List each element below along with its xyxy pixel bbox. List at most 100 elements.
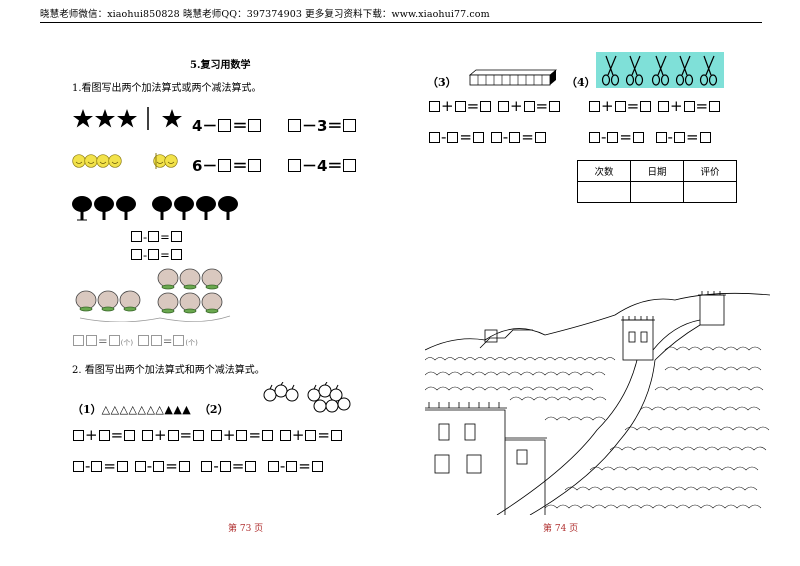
answer-box[interactable] — [170, 231, 182, 242]
peaches-group — [75, 268, 231, 322]
answer-box[interactable] — [480, 101, 492, 112]
apple-icon — [263, 384, 351, 413]
answer-box[interactable] — [429, 132, 440, 143]
answer-box[interactable] — [497, 101, 509, 112]
table-cell[interactable] — [630, 181, 684, 203]
answer-box[interactable] — [279, 430, 291, 441]
equation-stars-a: 4－＝ — [192, 115, 262, 136]
answer-box[interactable] — [167, 430, 179, 441]
answer-box[interactable] — [549, 101, 561, 112]
page-header: 晓慧老师微信：xiaohui850828 晓慧老师QQ：397374903 更多… — [40, 9, 490, 20]
cube-bar-icon — [468, 69, 558, 86]
equation-faces-b: －4＝ — [287, 155, 357, 176]
answer-box[interactable] — [683, 101, 695, 112]
question-2: 2. 看图写出两个加法算式和两个减法算式。 — [72, 365, 265, 376]
answer-box[interactable] — [236, 430, 248, 441]
answer-box[interactable] — [534, 132, 546, 143]
trees-group — [72, 196, 238, 221]
answer-box[interactable] — [262, 430, 274, 441]
answer-box[interactable] — [509, 132, 521, 143]
equation-trees-1: -= — [130, 230, 183, 244]
answer-box[interactable] — [141, 430, 153, 441]
answer-box[interactable] — [699, 132, 711, 143]
answer-box[interactable] — [589, 101, 600, 112]
label-3: （3） — [427, 76, 457, 89]
equation-trees-2: -= — [130, 248, 183, 262]
answer-box[interactable] — [589, 132, 600, 143]
answer-box[interactable] — [447, 132, 459, 143]
answer-box[interactable] — [657, 101, 669, 112]
answer-box[interactable] — [178, 461, 190, 472]
answer-box[interactable] — [523, 101, 535, 112]
evaluation-table: 次数 日期 评价 — [577, 160, 737, 203]
answer-box[interactable] — [153, 461, 165, 472]
answer-box[interactable] — [429, 101, 440, 112]
question-1: 1.看图写出两个加法算式或两个减法算式。 — [72, 83, 262, 94]
answer-box[interactable] — [248, 159, 262, 172]
tree-icon — [72, 196, 238, 221]
answer-box[interactable] — [490, 132, 502, 143]
table-header: 评价 — [683, 160, 737, 182]
answer-box[interactable] — [170, 249, 182, 260]
equation-stars-b: －3＝ — [287, 115, 357, 136]
smiley-group — [72, 153, 178, 169]
answer-box[interactable] — [210, 430, 222, 441]
answer-box[interactable] — [219, 461, 231, 472]
answer-box[interactable] — [305, 430, 317, 441]
r-subtraction-row-4: -= -= — [588, 128, 712, 146]
answer-box[interactable] — [288, 159, 301, 172]
answer-box[interactable] — [148, 231, 160, 242]
equation-peaches: =(个) =(个) — [72, 334, 198, 348]
table-cell[interactable] — [577, 181, 631, 203]
header-rule — [40, 22, 762, 23]
answer-box[interactable] — [117, 461, 128, 472]
answer-box[interactable] — [137, 335, 149, 346]
answer-box[interactable] — [640, 101, 652, 112]
label-4: （4） — [566, 76, 596, 89]
answer-box[interactable] — [148, 249, 160, 260]
answer-box[interactable] — [286, 461, 298, 472]
answer-box[interactable] — [248, 119, 262, 132]
r-addition-row-4: += += — [588, 97, 721, 115]
answer-box[interactable] — [330, 430, 342, 441]
answer-box[interactable] — [473, 132, 484, 143]
page-number-right: 第 74 页 — [543, 524, 579, 534]
answer-box[interactable] — [673, 132, 685, 143]
answer-box[interactable] — [709, 101, 721, 112]
answer-box[interactable] — [108, 335, 120, 346]
answer-box[interactable] — [73, 335, 84, 346]
answer-box[interactable] — [633, 132, 644, 143]
answer-box[interactable] — [288, 119, 301, 132]
answer-box[interactable] — [218, 159, 232, 172]
answer-box[interactable] — [343, 159, 357, 172]
answer-box[interactable] — [193, 430, 205, 441]
answer-box[interactable] — [73, 430, 84, 441]
answer-box[interactable] — [343, 119, 357, 132]
answer-box[interactable] — [124, 430, 136, 441]
answer-box[interactable] — [607, 132, 619, 143]
peach-icon — [75, 268, 223, 314]
answer-box[interactable] — [131, 231, 142, 242]
answer-box[interactable] — [73, 461, 84, 472]
answer-box[interactable] — [91, 461, 103, 472]
answer-box[interactable] — [218, 119, 232, 132]
answer-box[interactable] — [201, 461, 213, 472]
answer-box[interactable] — [267, 461, 279, 472]
answer-box[interactable] — [454, 101, 466, 112]
r-addition-row-3: += += — [428, 97, 561, 115]
answer-box[interactable] — [150, 335, 162, 346]
table-cell[interactable] — [683, 181, 737, 203]
answer-box[interactable] — [173, 335, 185, 346]
r-subtraction-row-3: -= -= — [428, 128, 547, 146]
answer-box[interactable] — [245, 461, 257, 472]
answer-box[interactable] — [614, 101, 626, 112]
answer-box[interactable] — [98, 430, 110, 441]
answer-box[interactable] — [655, 132, 667, 143]
answer-box[interactable] — [134, 461, 146, 472]
scissors-panel — [596, 52, 724, 88]
q2-addition-row: += += += += — [72, 426, 343, 444]
answer-box[interactable] — [86, 335, 97, 346]
answer-box[interactable] — [311, 461, 323, 472]
great-wall-illustration — [425, 291, 770, 515]
answer-box[interactable] — [131, 249, 142, 260]
